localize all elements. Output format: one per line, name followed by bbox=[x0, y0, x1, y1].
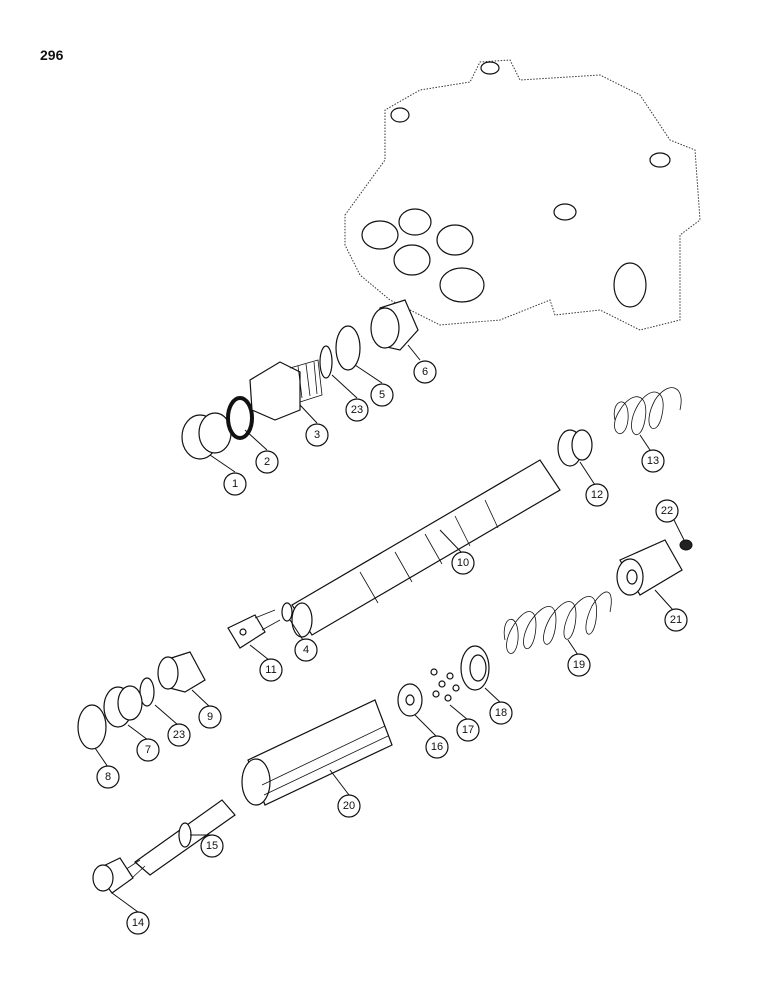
callout-23-upper: 23 bbox=[345, 398, 369, 422]
svg-text:23: 23 bbox=[173, 729, 185, 741]
part-19-spring bbox=[503, 591, 612, 654]
svg-text:1: 1 bbox=[232, 478, 238, 490]
part-8-o-ring bbox=[77, 704, 107, 750]
valve-body-housing bbox=[344, 59, 701, 331]
callout-6: 6 bbox=[413, 360, 437, 384]
svg-text:4: 4 bbox=[303, 644, 309, 656]
callout-12: 12 bbox=[585, 483, 609, 507]
part-17-balls bbox=[430, 668, 460, 702]
part-14-cap-nut bbox=[92, 857, 134, 894]
svg-text:2: 2 bbox=[264, 456, 270, 468]
callout-1: 1 bbox=[223, 472, 247, 496]
callout-10: 10 bbox=[451, 551, 475, 575]
svg-text:9: 9 bbox=[207, 711, 213, 723]
callout-15: 15 bbox=[200, 834, 224, 858]
callout-7: 7 bbox=[136, 738, 160, 762]
part-7-bushing bbox=[103, 685, 143, 728]
part-18-seat bbox=[460, 645, 490, 691]
svg-text:15: 15 bbox=[206, 840, 218, 852]
callout-21: 21 bbox=[664, 608, 688, 632]
page-number: 296 bbox=[40, 47, 64, 63]
part-15-shaft bbox=[124, 799, 236, 879]
part-9-sleeve bbox=[157, 651, 206, 693]
callout-22: 22 bbox=[655, 499, 679, 523]
svg-text:3: 3 bbox=[314, 429, 320, 441]
part-21-cap bbox=[616, 539, 683, 596]
svg-text:22: 22 bbox=[661, 505, 673, 517]
svg-text:12: 12 bbox=[591, 489, 603, 501]
part-22-set-screw bbox=[679, 539, 693, 551]
part-1-ring bbox=[181, 412, 232, 460]
svg-text:6: 6 bbox=[422, 366, 428, 378]
callout-4: 4 bbox=[294, 638, 318, 662]
callout-3: 3 bbox=[305, 423, 329, 447]
part-16-washer bbox=[397, 683, 423, 717]
callout-16: 16 bbox=[425, 735, 449, 759]
leader-lines bbox=[94, 344, 685, 913]
callout-13: 13 bbox=[641, 449, 665, 473]
callout-17: 17 bbox=[456, 718, 480, 742]
callout-18: 18 bbox=[489, 701, 513, 725]
svg-text:20: 20 bbox=[343, 800, 355, 812]
svg-text:16: 16 bbox=[431, 741, 443, 753]
part-2-washer bbox=[226, 396, 254, 440]
svg-text:5: 5 bbox=[379, 389, 385, 401]
part-10-spool bbox=[291, 459, 561, 638]
callout-19: 19 bbox=[567, 653, 591, 677]
svg-text:17: 17 bbox=[462, 724, 474, 736]
part-23-o-ring-lower bbox=[139, 677, 155, 707]
svg-text:11: 11 bbox=[265, 664, 276, 676]
callout-5: 5 bbox=[370, 383, 394, 407]
part-6-sleeve bbox=[370, 299, 419, 351]
svg-text:13: 13 bbox=[647, 455, 659, 467]
svg-text:10: 10 bbox=[457, 557, 469, 569]
callout-8: 8 bbox=[96, 765, 120, 789]
callout-14: 14 bbox=[126, 911, 150, 935]
svg-text:14: 14 bbox=[132, 917, 144, 929]
callout-9: 9 bbox=[198, 705, 222, 729]
part-5-o-ring bbox=[335, 325, 361, 371]
svg-text:8: 8 bbox=[105, 771, 111, 783]
svg-text:23: 23 bbox=[351, 404, 363, 416]
part-4-o-ring bbox=[281, 602, 293, 622]
part-20-housing-tube bbox=[241, 699, 393, 806]
callout-23-lower: 23 bbox=[167, 723, 191, 747]
svg-text:21: 21 bbox=[670, 614, 682, 626]
svg-text:18: 18 bbox=[495, 707, 507, 719]
callout-11: 11 bbox=[259, 658, 283, 682]
part-23-o-ring-upper bbox=[319, 345, 333, 379]
svg-text:19: 19 bbox=[573, 659, 585, 671]
part-11-eye-bolt bbox=[227, 609, 281, 649]
part-12-seal bbox=[557, 429, 593, 467]
part-13-spring bbox=[613, 387, 682, 435]
callout-20: 20 bbox=[337, 794, 361, 818]
callout-2: 2 bbox=[255, 450, 279, 474]
part-3-hex-fitting bbox=[249, 359, 323, 421]
svg-text:7: 7 bbox=[145, 744, 151, 756]
